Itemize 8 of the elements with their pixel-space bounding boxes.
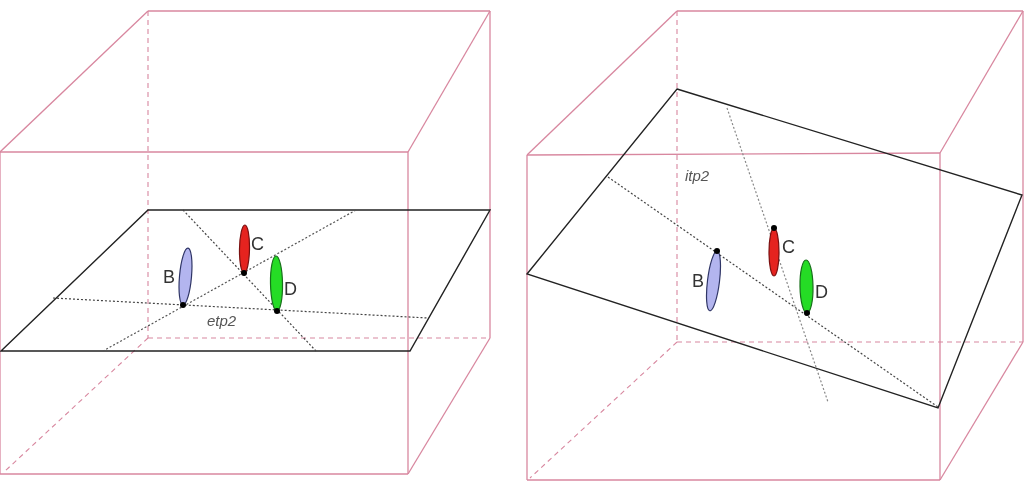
- point-label: C: [782, 238, 795, 256]
- plane-label: itp2: [685, 168, 710, 183]
- point-label: D: [815, 283, 828, 301]
- point-label: D: [284, 280, 297, 298]
- plane-label: etp2: [207, 313, 237, 328]
- point-label: B: [163, 268, 175, 286]
- point-label: B: [692, 272, 704, 290]
- point-label: C: [251, 235, 264, 253]
